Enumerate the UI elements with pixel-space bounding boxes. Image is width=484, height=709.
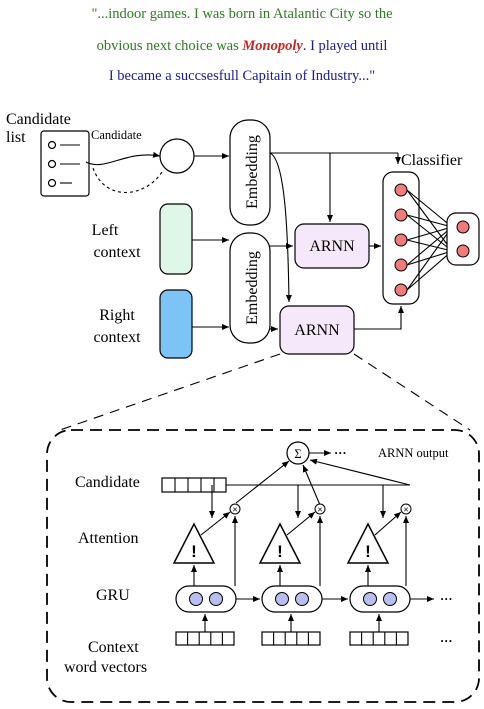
zoom-line-left — [59, 353, 281, 431]
gru-unit-2 — [261, 585, 323, 613]
classifier-label: Classifier — [401, 152, 463, 169]
sum-symbol: Σ — [294, 447, 301, 461]
output-dots: ··· — [334, 446, 347, 460]
embedding-top-box — [229, 119, 271, 226]
output-node-1 — [456, 220, 470, 234]
right-context-label-2: context — [93, 329, 141, 346]
arnn-detail-panel — [46, 429, 480, 703]
context-ellipsis: ··· — [440, 634, 453, 648]
svg-text:×: × — [232, 505, 237, 515]
gru-unit-3 — [349, 585, 411, 613]
candidate-list-label-2: list — [6, 129, 26, 146]
candidate-label: Candidate — [91, 128, 142, 142]
embedding-top-label: Embedding — [244, 135, 261, 209]
detail-attention-label: Attention — [78, 530, 138, 547]
svg-text:!: ! — [191, 542, 197, 561]
context-vector-2 — [261, 631, 321, 646]
left-context-label-1: Left — [92, 222, 119, 239]
context-vector-3 — [349, 631, 409, 646]
quote-line-2-end: . I played until — [303, 38, 388, 54]
output-box — [446, 212, 480, 266]
zoom-line-right — [353, 353, 471, 431]
quote-line-1: "...indoor games. I was born in Atalanti… — [91, 6, 392, 22]
classifier-nodes — [394, 183, 408, 297]
arnn-lower-box — [279, 305, 355, 355]
embedding-bottom-label: Embedding — [244, 251, 261, 325]
svg-text:×: × — [317, 505, 322, 515]
arnn-upper-label: ARNN — [309, 238, 355, 255]
left-context-box — [159, 203, 193, 275]
detail-gru-label: GRU — [96, 587, 130, 604]
svg-text:×: × — [403, 505, 408, 515]
output-node-2 — [456, 244, 470, 258]
svg-text:!: ! — [277, 542, 283, 561]
candidate-list-label-1: Candidate — [6, 111, 71, 128]
embedding-bottom-box — [229, 232, 271, 344]
detail-candidate-label: Candidate — [75, 474, 140, 491]
arnn-output-label: ARNN output — [378, 446, 449, 460]
detail-context-label-2: word vectors — [64, 659, 147, 676]
gru-unit-1 — [175, 585, 237, 613]
gru-ellipsis: ··· — [440, 592, 453, 606]
quote-highlight-word: Monopoly — [241, 38, 303, 54]
attention-unit-3: ! × — [346, 503, 412, 564]
arnn-lower-label: ARNN — [294, 322, 340, 339]
candidate-selector-arrow — [85, 151, 161, 166]
context-vector-1 — [175, 631, 235, 646]
right-context-label-1: Right — [99, 307, 135, 324]
attention-unit-1: ! × — [172, 503, 241, 564]
quote-line-2: obvious next choice was Monopoly. I play… — [97, 38, 388, 54]
right-context-box — [159, 289, 193, 359]
left-context-label-2: context — [93, 244, 141, 261]
quote-line-3: I became a succsesfull Capitain of Indus… — [109, 68, 375, 84]
candidate-node — [159, 138, 195, 174]
svg-text:!: ! — [365, 542, 371, 561]
list-icon — [47, 140, 80, 188]
detail-context-label-1: Context — [88, 639, 139, 656]
candidate-vector — [161, 477, 227, 493]
quote-line-2-start: obvious next choice was — [97, 38, 243, 54]
attention-unit-2: ! × — [258, 503, 326, 564]
classifier-connections — [406, 189, 453, 291]
candidate-dashed-link — [92, 167, 163, 193]
